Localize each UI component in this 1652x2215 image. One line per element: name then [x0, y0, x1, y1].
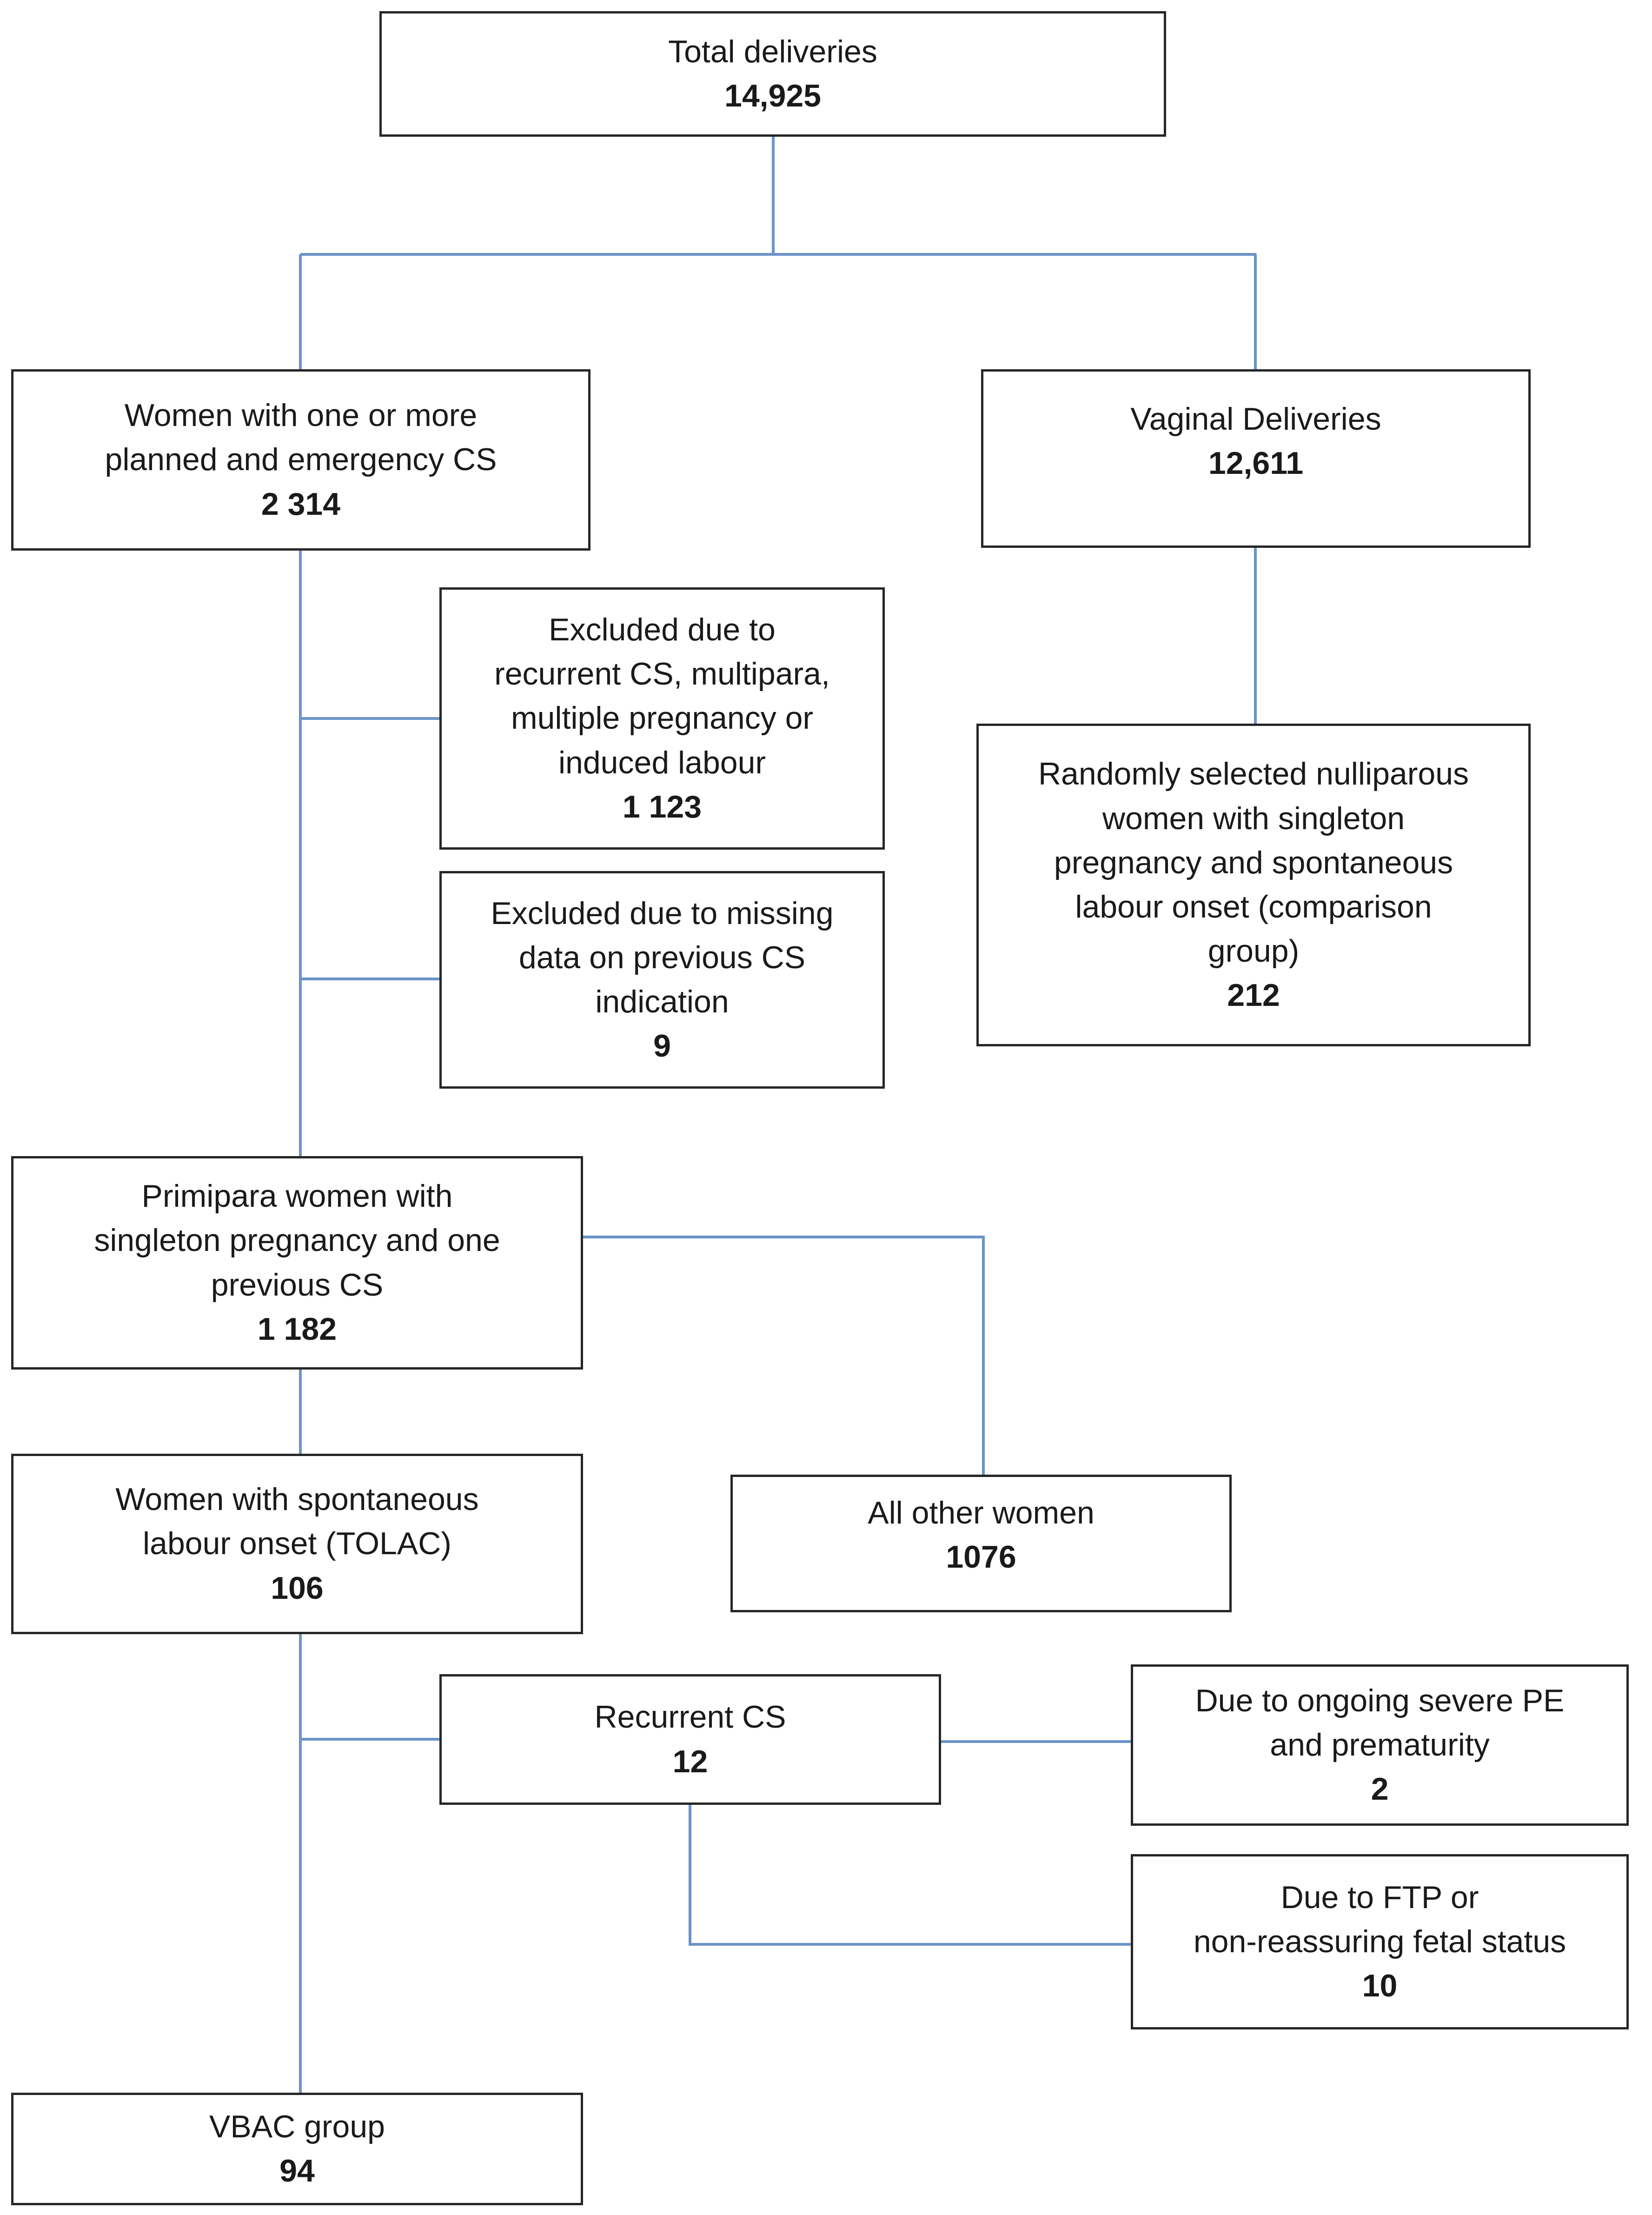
- node-vbac-group: VBAC group 94: [11, 2093, 583, 2205]
- node-label: Excluded due to missing data on previous…: [491, 895, 834, 1019]
- edge-recurrent-to-ftp-v: [689, 1805, 691, 1946]
- node-value: 9: [653, 1028, 671, 1064]
- edge-tolac-to-vbac: [299, 1634, 302, 2093]
- edge-total-branch: [772, 137, 775, 255]
- node-value: 2 314: [261, 486, 341, 522]
- node-label: Due to FTP or non-reassuring fetal statu…: [1193, 1879, 1566, 1959]
- node-value: 94: [279, 2153, 315, 2188]
- edge-stub-excluded-missing: [300, 978, 439, 980]
- edge-branch-to-cs: [299, 254, 302, 369]
- node-value: 1 123: [622, 789, 702, 825]
- node-value: 1 182: [257, 1311, 337, 1347]
- edge-primipara-to-allother-v: [982, 1236, 985, 1475]
- node-total-deliveries: Total deliveries 14,925: [379, 11, 1166, 137]
- node-label: VBAC group: [209, 2109, 385, 2144]
- node-vaginal-deliveries: Vaginal Deliveries 12,611: [981, 369, 1531, 548]
- edge-vaginal-to-comparison: [1254, 548, 1257, 724]
- node-value: 1076: [946, 1539, 1016, 1575]
- node-value: 14,925: [724, 78, 821, 113]
- node-value: 12: [672, 1743, 708, 1779]
- edge-branch-to-vaginal: [1254, 254, 1257, 369]
- node-label: Women with spontaneous labour onset (TOL…: [115, 1482, 479, 1562]
- node-label: Randomly selected nulliparous women with…: [1038, 756, 1469, 969]
- node-value: 10: [1362, 1968, 1398, 2004]
- node-value: 106: [271, 1570, 324, 1606]
- node-primipara: Primipara women with singleton pregnancy…: [11, 1156, 583, 1370]
- node-value: 2: [1371, 1771, 1389, 1807]
- node-comparison-group: Randomly selected nulliparous women with…: [976, 724, 1531, 1046]
- edge-recurrent-to-pe: [941, 1740, 1131, 1743]
- node-excluded-recurrent: Excluded due to recurrent CS, multipara,…: [439, 587, 885, 850]
- node-severe-pe: Due to ongoing severe PE and prematurity…: [1131, 1664, 1629, 1826]
- edge-recurrent-to-ftp-h: [689, 1943, 1131, 1946]
- node-tolac: Women with spontaneous labour onset (TOL…: [11, 1454, 583, 1634]
- edge-stub-recurrent-cs: [300, 1738, 439, 1741]
- edge-branch-horizontal: [300, 253, 1256, 256]
- node-ftp-fetal-status: Due to FTP or non-reassuring fetal statu…: [1131, 1854, 1629, 2029]
- edge-stub-excluded-recurrent: [300, 717, 439, 720]
- edge-primipara-to-allother-h: [583, 1236, 985, 1238]
- node-label: Primipara women with singleton pregnancy…: [94, 1178, 500, 1303]
- node-all-other-women: All other women 1076: [730, 1475, 1232, 1612]
- node-label: Women with one or more planned and emerg…: [105, 398, 497, 478]
- node-label: Recurrent CS: [594, 1699, 786, 1735]
- edge-primipara-to-tolac: [299, 1370, 302, 1454]
- node-label: Vaginal Deliveries: [1130, 401, 1381, 437]
- node-label: Total deliveries: [668, 33, 877, 69]
- edge-cs-to-primipara: [299, 551, 302, 1156]
- node-planned-emergency-cs: Women with one or more planned and emerg…: [11, 369, 590, 551]
- node-label: Due to ongoing severe PE and prematurity: [1195, 1683, 1565, 1763]
- node-recurrent-cs: Recurrent CS 12: [439, 1674, 941, 1805]
- node-excluded-missing: Excluded due to missing data on previous…: [439, 871, 885, 1089]
- node-value: 12,611: [1208, 446, 1304, 481]
- node-value: 212: [1227, 978, 1280, 1013]
- node-label: All other women: [868, 1495, 1095, 1530]
- node-label: Excluded due to recurrent CS, multipara,…: [494, 612, 830, 780]
